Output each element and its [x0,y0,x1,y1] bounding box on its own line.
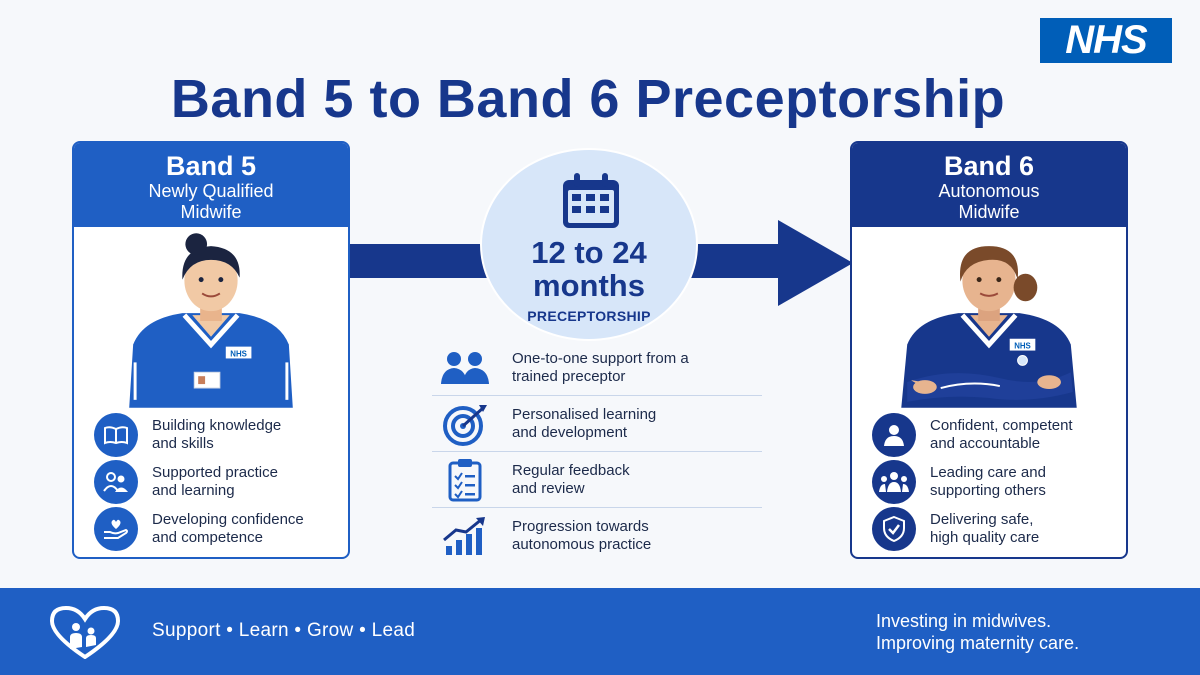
item-line1: Delivering safe, [930,510,1034,528]
target-icon [436,401,494,447]
band5-badge-text: NHS [230,349,247,358]
band6-card: Band 6 Autonomous Midwife NHS Co [850,141,1128,559]
benefit-line1: One-to-one support from a [512,349,689,367]
band6-badge-text: NHS [1014,342,1031,351]
tagline-line1: Investing in midwives. [876,611,1052,631]
duration-line1: 12 to 24 [531,235,647,270]
people-icon [94,459,138,504]
person-icon [872,412,916,457]
item-line1: Building knowledge [152,416,282,434]
band6-title: Band 6 [943,151,1035,181]
calendar-icon [563,173,619,228]
benefit-line2: trained preceptor [512,367,626,385]
autonomous-midwife-illustration: NHS [901,246,1077,408]
item-line1: Supported practice [152,463,278,481]
group-icon [872,459,916,504]
band6-role-line1: Autonomous [938,181,1040,201]
band5-header: Band 5 Newly Qualified Midwife [74,143,348,227]
benefit-line1: Progression towards [512,518,649,535]
item-line2: and skills [152,434,214,452]
heart-hand-icon [94,506,138,551]
nhs-logo: NHS [1040,18,1172,63]
benefit-line2: and review [512,479,585,497]
benefit-line1: Regular feedback [512,461,630,479]
tagline-line2: Improving maternity care. [876,633,1080,653]
page-title: Band 5 to Band 6 Preceptorship [170,69,1006,129]
two-people-icon [436,345,494,391]
band5-card: Band 5 Newly Qualified Midwife NHS Build… [72,141,350,559]
newly-qualified-midwife-illustration: NHS [129,233,293,408]
footer-tagline: Investing in midwives. Improving materni… [876,610,1079,654]
band5-role-line2: Midwife [180,202,242,222]
footer-banner: Support • Learn • Grow • Lead Investing … [0,588,1200,675]
item-line1: Developing confidence [152,510,304,528]
footer-motto: Support • Learn • Grow • Lead [152,620,416,641]
book-icon [94,412,138,457]
duration-line2: months [533,268,645,303]
checklist-icon [436,457,494,503]
duration-circle: 12 to 24 months PRECEPTORSHIP [480,148,698,341]
item-line2: and learning [152,481,235,499]
duration-label: PRECEPTORSHIP [527,308,651,324]
item-line2: high quality care [930,528,1040,546]
benefit-line1: Personalised learning [512,405,657,423]
shield-check-icon [872,506,916,551]
band5-role-line1: Newly Qualified [148,181,274,201]
benefit-line2: and development [512,423,628,441]
benefit-line2: autonomous practice [512,536,652,553]
band6-role-line2: Midwife [958,202,1020,222]
item-line2: and accountable [930,434,1041,452]
item-line1: Confident, competent [930,416,1073,434]
band6-header: Band 6 Autonomous Midwife [852,143,1126,227]
list-item: Delivering safe,high quality care [852,505,1126,552]
item-line2: and competence [152,528,263,546]
growth-chart-icon [436,513,494,559]
band5-title: Band 5 [165,151,257,181]
item-line2: supporting others [930,481,1046,499]
heart-family-icon [49,605,121,659]
item-line1: Leading care and [930,463,1046,481]
